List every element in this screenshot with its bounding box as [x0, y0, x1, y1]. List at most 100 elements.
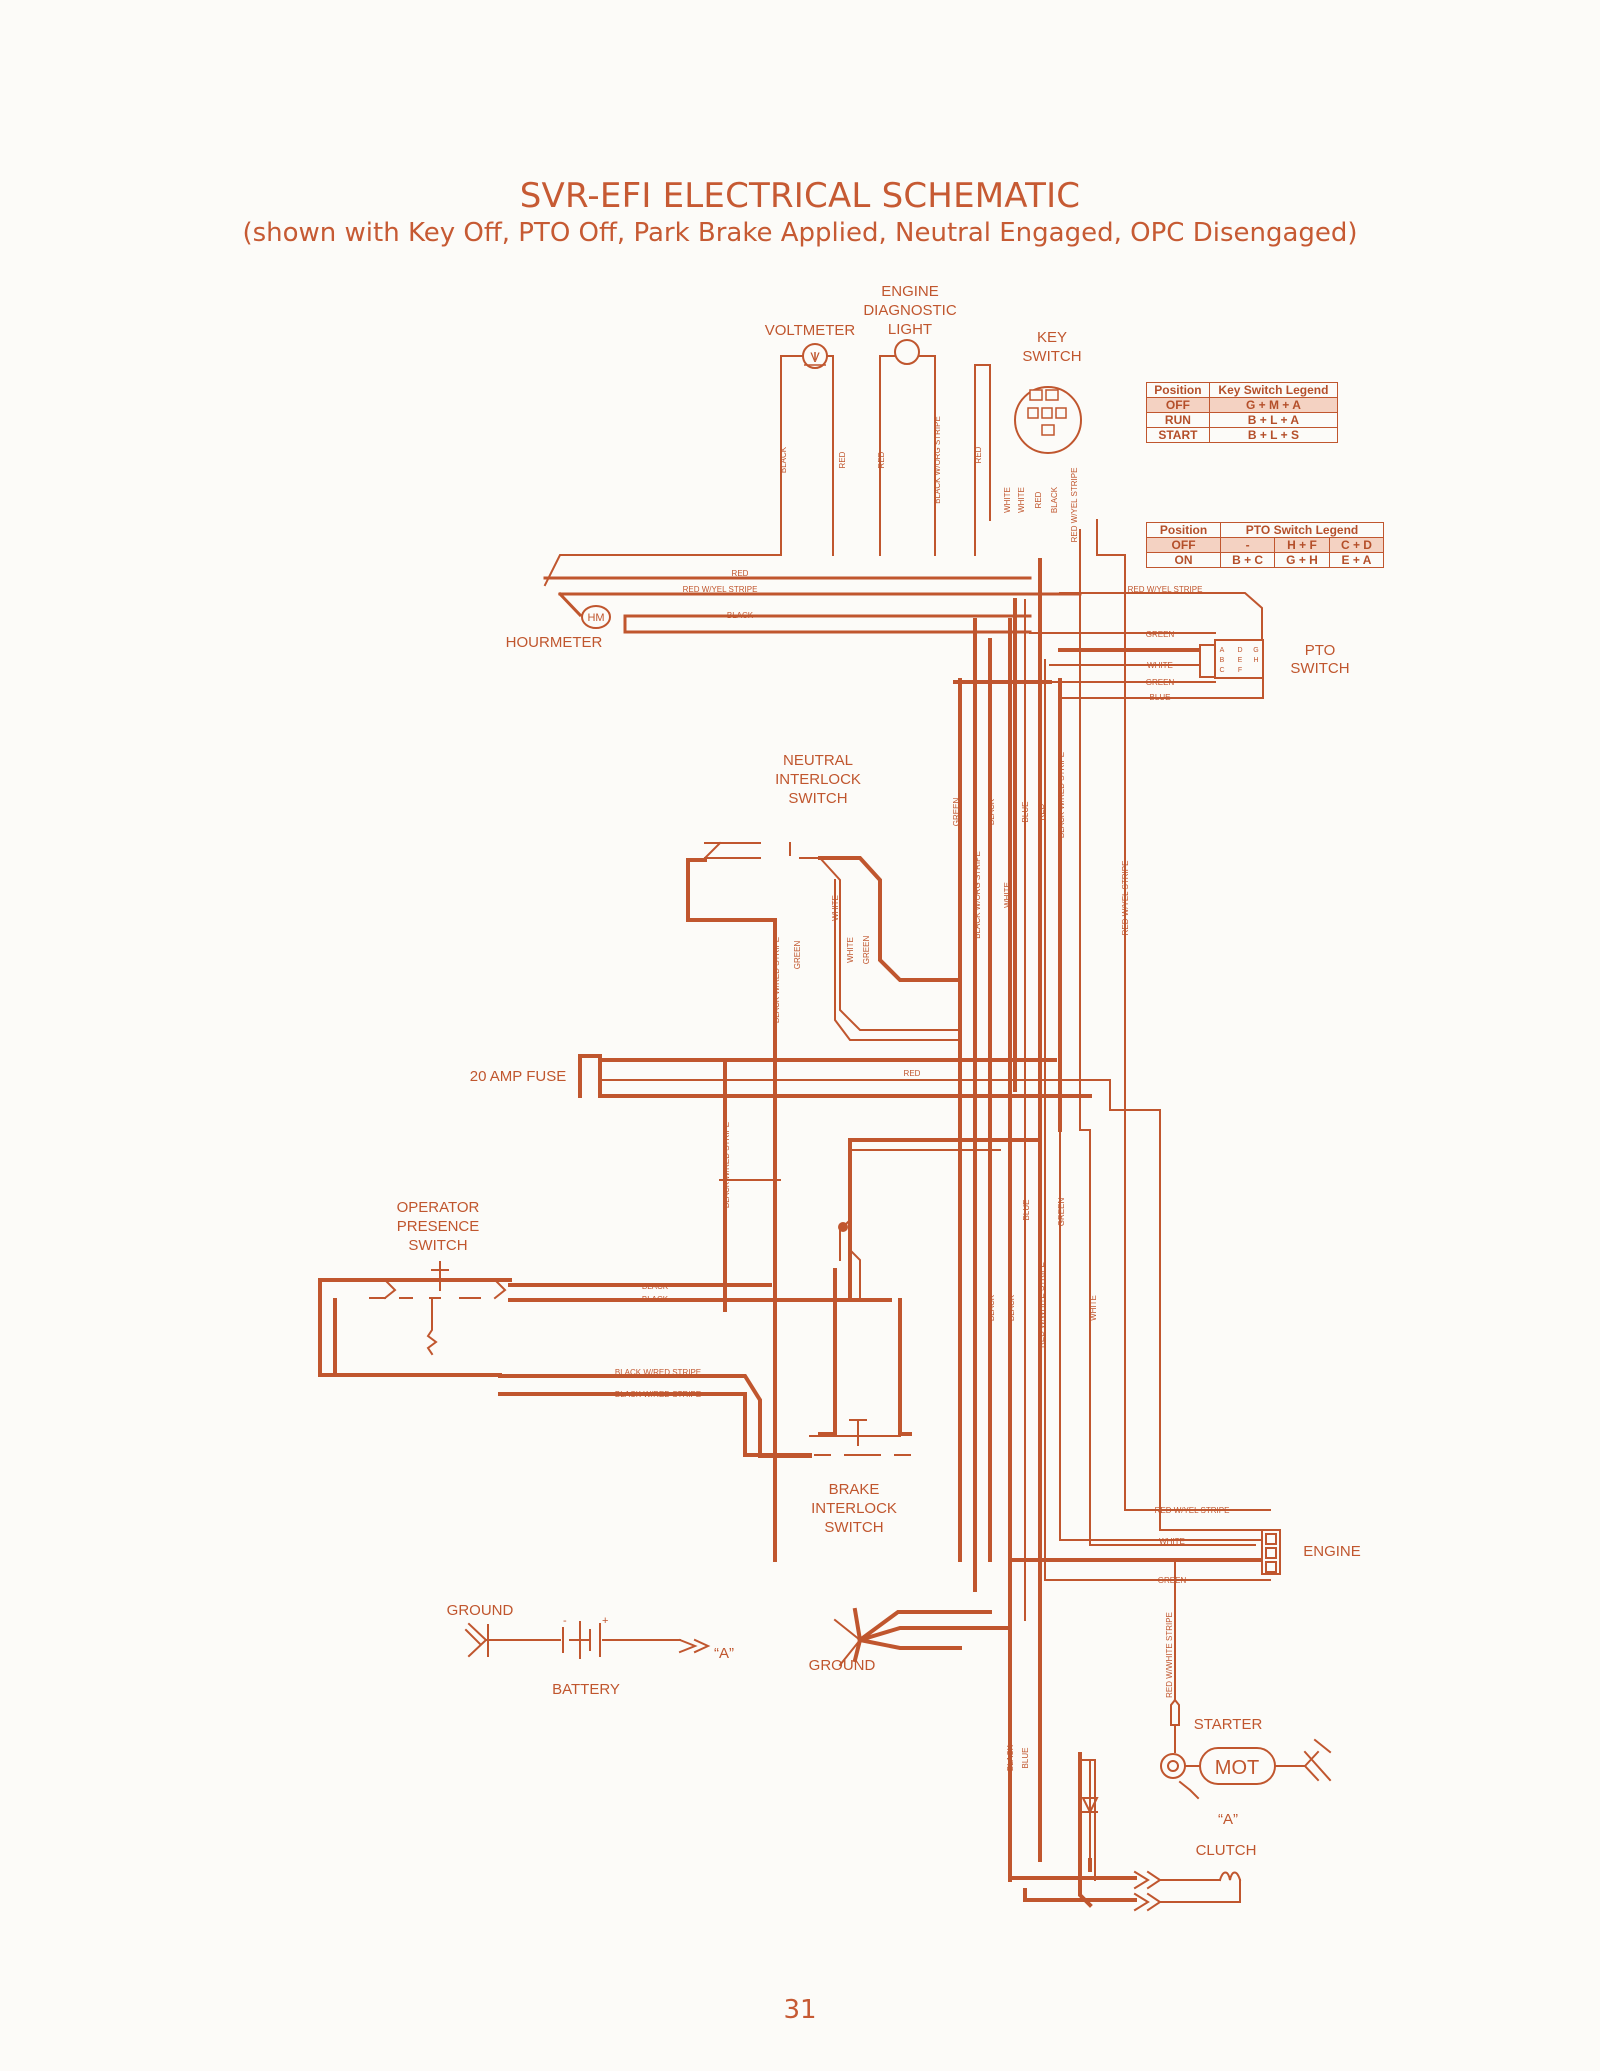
- starter-wires: [1160, 1559, 1332, 1800]
- opc-wires: [318, 1268, 912, 1458]
- wire-label: BLUE: [1150, 693, 1171, 702]
- wire-label: RED: [1037, 803, 1046, 820]
- pto-switch-label-2: SWITCH: [1290, 660, 1349, 677]
- key-legend-cell: G + M + A: [1208, 397, 1339, 413]
- wire-label: RED: [1034, 491, 1043, 508]
- pto-terminal-h: H: [1253, 657, 1258, 664]
- wire-label: RED W/YEL STRIPE: [1070, 468, 1079, 543]
- pto-terminal-g: G: [1253, 647, 1258, 654]
- hourmeter-symbol: HM: [587, 612, 604, 624]
- battery-minus-mark: -: [563, 1615, 567, 1627]
- ground-left-label: GROUND: [447, 1602, 514, 1619]
- pto-legend-header-title: PTO Switch Legend: [1220, 522, 1384, 538]
- starter-label: STARTER: [1194, 1716, 1263, 1733]
- wire-label: RED: [838, 451, 847, 468]
- wire-label: RED W/YEL STRIPE: [1121, 861, 1130, 936]
- wire-label: WHITE: [1003, 882, 1012, 908]
- wire-label: RED W/YEL STRIPE: [683, 585, 758, 594]
- wire-label: BLACK: [987, 1294, 996, 1321]
- pto-legend-cell: C + D: [1328, 537, 1385, 553]
- wire-label: WHITE: [831, 895, 840, 921]
- wire-label: GREEN: [1146, 630, 1175, 639]
- key-legend-cell: B + L + A: [1208, 412, 1339, 428]
- wire-label: WHITE: [1017, 487, 1026, 513]
- opc-switch-label-2: PRESENCE: [397, 1218, 480, 1235]
- wire-label: GREEN: [862, 936, 871, 965]
- pto-terminal-a: A: [1220, 647, 1225, 654]
- fuse-wires: [578, 1054, 1092, 1098]
- battery-plus-mark: +: [602, 1615, 608, 1627]
- battery-ref-label: “A”: [714, 1645, 734, 1662]
- ground-center-label: GROUND: [809, 1657, 876, 1674]
- key-legend-header-title: Key Switch Legend: [1208, 382, 1339, 398]
- pto-terminal-d: D: [1237, 647, 1242, 654]
- hourmeter-gauge: [581, 605, 611, 629]
- wire-label: BLACK W/ORG STRIPE: [973, 851, 982, 939]
- wire-label: RED W/WHITE STRIPE: [1037, 1262, 1046, 1348]
- starter-symbol: MOT: [1215, 1757, 1259, 1779]
- wire-label: BLACK: [727, 611, 754, 620]
- wire-label: WHITE: [846, 937, 855, 963]
- wire-label: BLACK: [642, 1282, 669, 1291]
- neutral-switch-label-2: INTERLOCK: [775, 771, 861, 788]
- pto-legend-cell: ON: [1145, 552, 1222, 568]
- wire-label: BLUE: [1022, 1200, 1031, 1221]
- wire-label: RED: [904, 1069, 921, 1078]
- pto-terminal-f: F: [1238, 667, 1242, 674]
- voltmeter-wires: [543, 355, 834, 587]
- wire-label: GREEN: [1057, 1198, 1066, 1227]
- clutch-wires: [1008, 1858, 1137, 1902]
- battery-circuit: [464, 1621, 711, 1659]
- pto-legend-cell: G + H: [1274, 552, 1330, 568]
- wire-label: BLACK W/RED STRIPE: [615, 1390, 701, 1399]
- diag-light-wires: [879, 355, 936, 556]
- key-switch-body: [1014, 386, 1082, 454]
- wire-label: WHITE: [1147, 661, 1173, 670]
- key-switch-legend: Position Key Switch Legend OFF G + M + A…: [1146, 382, 1339, 443]
- key-switch-label-1: KEY: [1037, 329, 1067, 346]
- wire-label: GREEN: [952, 798, 961, 827]
- wire-label: BLACK W/ORG STRIPE: [933, 416, 942, 504]
- neutral-switch-label-3: SWITCH: [788, 790, 847, 807]
- wire-label: BLACK: [1006, 1744, 1015, 1771]
- wire-label: GREEN: [793, 941, 802, 970]
- wire-label: BLACK: [1007, 1294, 1016, 1321]
- voltmeter-symbol: V: [810, 349, 820, 365]
- wire-label: RED W/YEL STRIPE: [1128, 585, 1203, 594]
- pto-switch-body: [1214, 639, 1264, 679]
- wire-label: BLACK W/RED STRIPE: [722, 1122, 731, 1208]
- pto-legend-cell: B + C: [1220, 552, 1276, 568]
- pto-legend-header-position: Position: [1145, 522, 1222, 538]
- fuse-label: 20 AMP FUSE: [470, 1068, 566, 1085]
- pto-legend-cell: E + A: [1328, 552, 1385, 568]
- wire-label: RED: [732, 569, 749, 578]
- wire-label: BLACK: [1050, 486, 1059, 513]
- battery-label: BATTERY: [552, 1681, 620, 1698]
- main-wire-bundle: [958, 558, 1062, 1882]
- pto-terminal-b: B: [1220, 657, 1225, 664]
- opc-switch-label-1: OPERATOR: [397, 1199, 480, 1216]
- wire-label: BLACK: [642, 1295, 669, 1304]
- wire-label: WHITE: [1089, 1295, 1098, 1321]
- clutch-label: CLUTCH: [1196, 1842, 1257, 1859]
- starter-ref-label: “A”: [1218, 1811, 1238, 1828]
- wire-label: BLUE: [1021, 1748, 1030, 1769]
- pto-legend-cell: OFF: [1145, 537, 1222, 553]
- pto-terminal-e: E: [1238, 657, 1243, 664]
- wire-label: BLACK: [987, 798, 996, 825]
- pto-switch-legend: Position PTO Switch Legend OFF - H + F C…: [1145, 522, 1385, 568]
- center-ground-wires: [852, 1607, 1012, 1663]
- hourmeter-label: HOURMETER: [506, 634, 603, 651]
- wire-label: BLACK W/RED STRIPE: [772, 937, 781, 1023]
- key-legend-cell: START: [1146, 427, 1210, 443]
- wire-label: BLUE: [1021, 802, 1030, 823]
- key-legend-cell: B + L + S: [1208, 427, 1339, 443]
- key-legend-cell: OFF: [1146, 397, 1210, 413]
- wire-label: RED: [877, 451, 886, 468]
- wire-label: RED W/YEL STRIPE: [1155, 1506, 1230, 1515]
- brake-switch-label-3: SWITCH: [824, 1519, 883, 1536]
- brake-switch-label-1: BRAKE: [829, 1481, 880, 1498]
- diag-light-lamp: [894, 339, 920, 365]
- wire-label: WHITE: [1003, 487, 1012, 513]
